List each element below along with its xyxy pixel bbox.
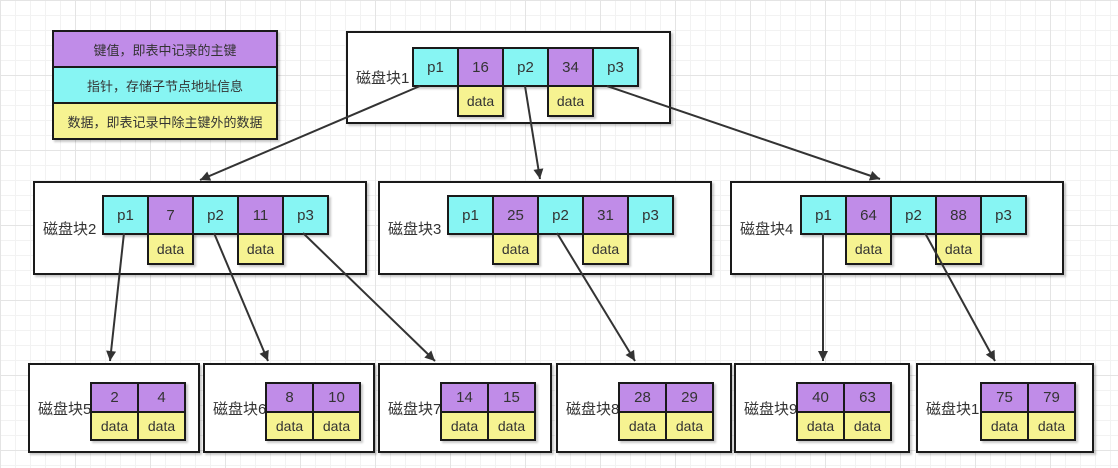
key-cell: 16 — [457, 47, 504, 87]
disk-block-10-cells: 75 79 data data — [980, 382, 1076, 441]
key-cell: 29 — [665, 382, 714, 413]
key-cell: 15 — [487, 382, 536, 413]
disk-block-2-label: 磁盘块2 — [43, 220, 97, 238]
data-cell: data — [137, 411, 186, 441]
disk-block-9-cells: 40 63 data data — [796, 382, 892, 441]
key-cell: 28 — [618, 382, 667, 413]
pointer-cell-p3: p3 — [282, 195, 329, 235]
legend-item-pointer: 指针，存储子节点地址信息 — [54, 66, 276, 102]
pointer-cell-p3: p3 — [592, 47, 639, 87]
pointer-cell-p1: p1 — [102, 195, 149, 235]
data-cell: data — [843, 411, 892, 441]
key-cell: 4 — [137, 382, 186, 413]
key-cell: 14 — [440, 382, 489, 413]
data-cell: data — [90, 411, 139, 441]
disk-block-10: 磁盘块10 75 79 data data — [916, 363, 1094, 453]
disk-block-6-cells: 8 10 data data — [265, 382, 361, 441]
key-cell: 63 — [843, 382, 892, 413]
disk-block-8: 磁盘块8 28 29 data data — [556, 363, 732, 453]
data-tab: data — [582, 233, 629, 265]
disk-block-1: 磁盘块1 p1 16 p2 34 p3 data data — [346, 31, 671, 124]
data-tab: data — [457, 85, 504, 117]
legend-item-data: 数据，即表记录中除主键外的数据 — [54, 102, 276, 138]
pointer-cell-p3: p3 — [980, 195, 1027, 235]
disk-block-5: 磁盘块5 2 4 data data — [28, 363, 200, 453]
key-cell: 75 — [980, 382, 1029, 413]
disk-block-1-label: 磁盘块1 — [356, 70, 410, 87]
disk-block-3: 磁盘块3 p1 25 p2 31 p3 data data — [378, 181, 712, 275]
data-tab: data — [492, 233, 539, 265]
disk-block-8-label: 磁盘块8 — [566, 400, 620, 418]
key-cell: 7 — [147, 195, 194, 235]
disk-block-4: 磁盘块4 p1 64 p2 88 p3 data data — [730, 181, 1064, 275]
pointer-cell-p1: p1 — [800, 195, 847, 235]
data-cell: data — [440, 411, 489, 441]
key-cell: 40 — [796, 382, 845, 413]
data-tab: data — [547, 85, 594, 117]
pointer-cell-p2: p2 — [192, 195, 239, 235]
data-cell: data — [312, 411, 361, 441]
disk-block-6-label: 磁盘块6 — [213, 400, 267, 418]
disk-block-8-cells: 28 29 data data — [618, 382, 714, 441]
pointer-cell-p2: p2 — [502, 47, 549, 87]
pointer-cell-p2: p2 — [890, 195, 937, 235]
disk-block-9: 磁盘块9 40 63 data data — [734, 363, 910, 453]
pointer-cell-p1: p1 — [412, 47, 459, 87]
legend: 键值，即表中记录的主键 指针，存储子节点地址信息 数据，即表记录中除主键外的数据 — [52, 30, 278, 140]
disk-block-4-cells: p1 64 p2 88 p3 — [800, 195, 1027, 235]
data-cell: data — [665, 411, 714, 441]
disk-block-10-label: 磁盘块10 — [926, 400, 988, 418]
data-cell: data — [618, 411, 667, 441]
key-cell: 64 — [845, 195, 892, 235]
disk-block-7-cells: 14 15 data data — [440, 382, 536, 441]
key-cell: 79 — [1027, 382, 1076, 413]
key-cell: 25 — [492, 195, 539, 235]
disk-block-9-label: 磁盘块9 — [744, 400, 798, 418]
data-cell: data — [265, 411, 314, 441]
disk-block-1-cells: p1 16 p2 34 p3 — [412, 47, 639, 87]
disk-block-6: 磁盘块6 8 10 data data — [203, 363, 375, 453]
disk-block-5-label: 磁盘块5 — [38, 400, 92, 418]
pointer-cell-p3: p3 — [627, 195, 674, 235]
data-cell: data — [980, 411, 1029, 441]
data-tab: data — [237, 233, 284, 265]
key-cell: 34 — [547, 47, 594, 87]
disk-block-3-cells: p1 25 p2 31 p3 — [447, 195, 674, 235]
key-cell: 10 — [312, 382, 361, 413]
key-cell: 88 — [935, 195, 982, 235]
disk-block-7-label: 磁盘块7 — [388, 400, 442, 418]
disk-block-2-cells: p1 7 p2 11 p3 — [102, 195, 329, 235]
key-cell: 11 — [237, 195, 284, 235]
disk-block-3-label: 磁盘块3 — [388, 220, 442, 238]
data-tab: data — [935, 233, 982, 265]
legend-item-key: 键值，即表中记录的主键 — [54, 32, 276, 66]
data-cell: data — [1027, 411, 1076, 441]
data-tab: data — [845, 233, 892, 265]
key-cell: 31 — [582, 195, 629, 235]
data-cell: data — [796, 411, 845, 441]
key-cell: 8 — [265, 382, 314, 413]
disk-block-7: 磁盘块7 14 15 data data — [378, 363, 552, 453]
key-cell: 2 — [90, 382, 139, 413]
data-cell: data — [487, 411, 536, 441]
data-tab: data — [147, 233, 194, 265]
disk-block-5-cells: 2 4 data data — [90, 382, 186, 441]
disk-block-4-label: 磁盘块4 — [740, 220, 794, 238]
pointer-cell-p2: p2 — [537, 195, 584, 235]
pointer-cell-p1: p1 — [447, 195, 494, 235]
disk-block-2: 磁盘块2 p1 7 p2 11 p3 data data — [33, 181, 367, 275]
